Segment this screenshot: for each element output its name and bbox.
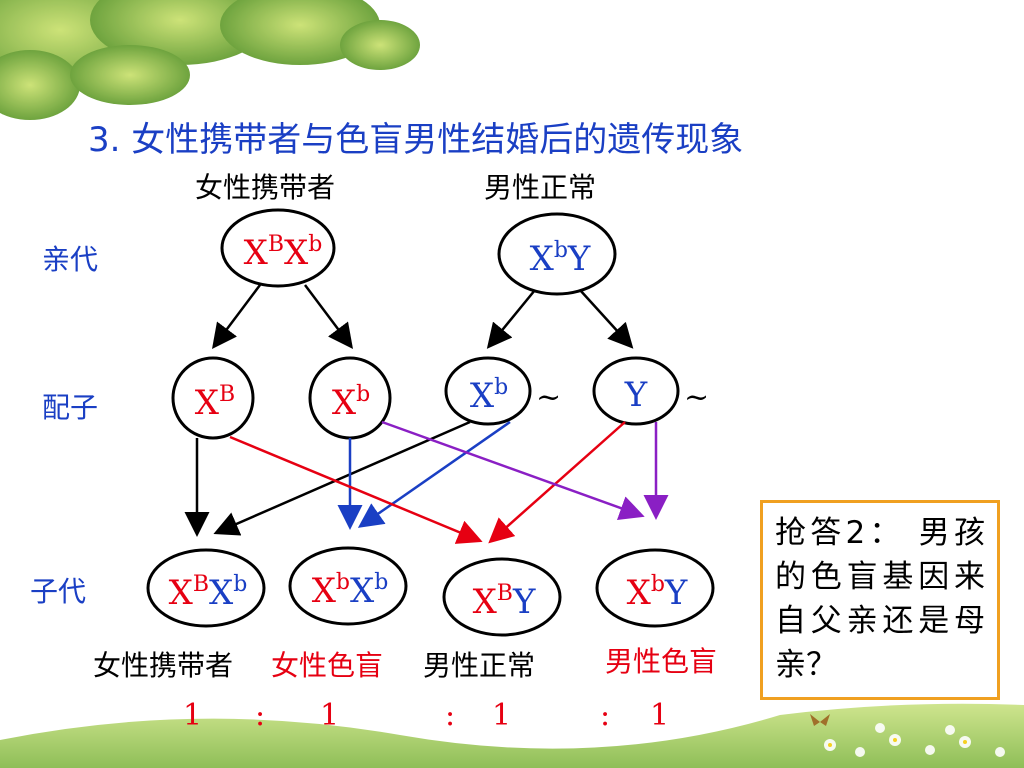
arrow-female-to-gamete2	[304, 284, 353, 349]
ratio-value-1: 1	[183, 698, 203, 733]
ratio-separator-1: :	[255, 698, 266, 733]
parent-male-ellipse	[497, 212, 617, 296]
gamete1-circle	[171, 356, 255, 440]
row-label-gametes: 配子	[42, 391, 99, 424]
question-box: 抢答2： 男孩的色盲基因来自父亲还是母亲？	[760, 500, 1000, 700]
parent-female-label: 女性携带者	[195, 171, 336, 204]
gamete4-genotype: Y	[624, 375, 648, 415]
gamete3-tail-mark: ~	[536, 380, 562, 415]
butterfly-icon	[810, 714, 830, 726]
offspring3-phenotype: 男性正常	[423, 649, 536, 682]
gamete1-genotype: XB	[194, 382, 236, 423]
offspring4-phenotype: 男性色盲	[605, 645, 718, 678]
arrow-g1-to-o3	[229, 435, 483, 544]
page-title: 3. 女性携带者与色盲男性结婚后的遗传现象	[88, 120, 744, 160]
row-label-offspring: 子代	[30, 575, 87, 608]
offspring4-genotype: XbY	[626, 572, 688, 613]
arrow-female-to-gamete1	[212, 284, 261, 349]
offspring1-ellipse	[146, 548, 266, 628]
gamete4-circle	[592, 356, 680, 426]
question-text: 抢答2： 男孩的色盲基因来自父亲还是母亲？	[775, 515, 985, 683]
offspring2-genotype: XbXb	[311, 570, 389, 611]
ratio-value-4: 1	[650, 698, 670, 733]
row-label-parents: 亲代	[42, 243, 99, 276]
ratio-value-3: 1	[492, 698, 512, 733]
offspring3-ellipse	[442, 557, 562, 637]
arrow-g3-to-o2	[357, 420, 511, 528]
offspring3-genotype: XBY	[472, 581, 536, 622]
arrow-male-to-gamete3	[486, 289, 536, 349]
arrow-g4-to-o3	[488, 421, 626, 544]
offspring2-ellipse	[288, 546, 408, 626]
ratio-separator-2: :	[445, 698, 456, 733]
parent-male-genotype: XbY	[529, 238, 591, 279]
offspring2-phenotype: 女性色盲	[271, 649, 384, 682]
gamete2-genotype: Xb	[331, 382, 371, 423]
offspring4-ellipse	[595, 548, 715, 628]
ratio-separator-3: :	[600, 698, 611, 733]
parent-female-genotype: XBXb	[243, 232, 323, 273]
arrow-g2-to-o4	[381, 420, 645, 520]
ratio-value-2: 1	[320, 698, 340, 733]
offspring1-genotype: XBXb	[168, 572, 248, 613]
offspring1-phenotype: 女性携带者	[93, 649, 234, 682]
gamete4-tail-mark: ~	[684, 380, 710, 415]
gamete3-circle	[444, 356, 532, 426]
arrow-g3-to-o1	[213, 420, 471, 536]
arrow-male-to-gamete4	[579, 289, 634, 349]
parent-male-label: 男性正常	[484, 171, 597, 204]
parent-female-ellipse	[220, 208, 336, 288]
gamete3-genotype: Xb	[469, 375, 509, 416]
